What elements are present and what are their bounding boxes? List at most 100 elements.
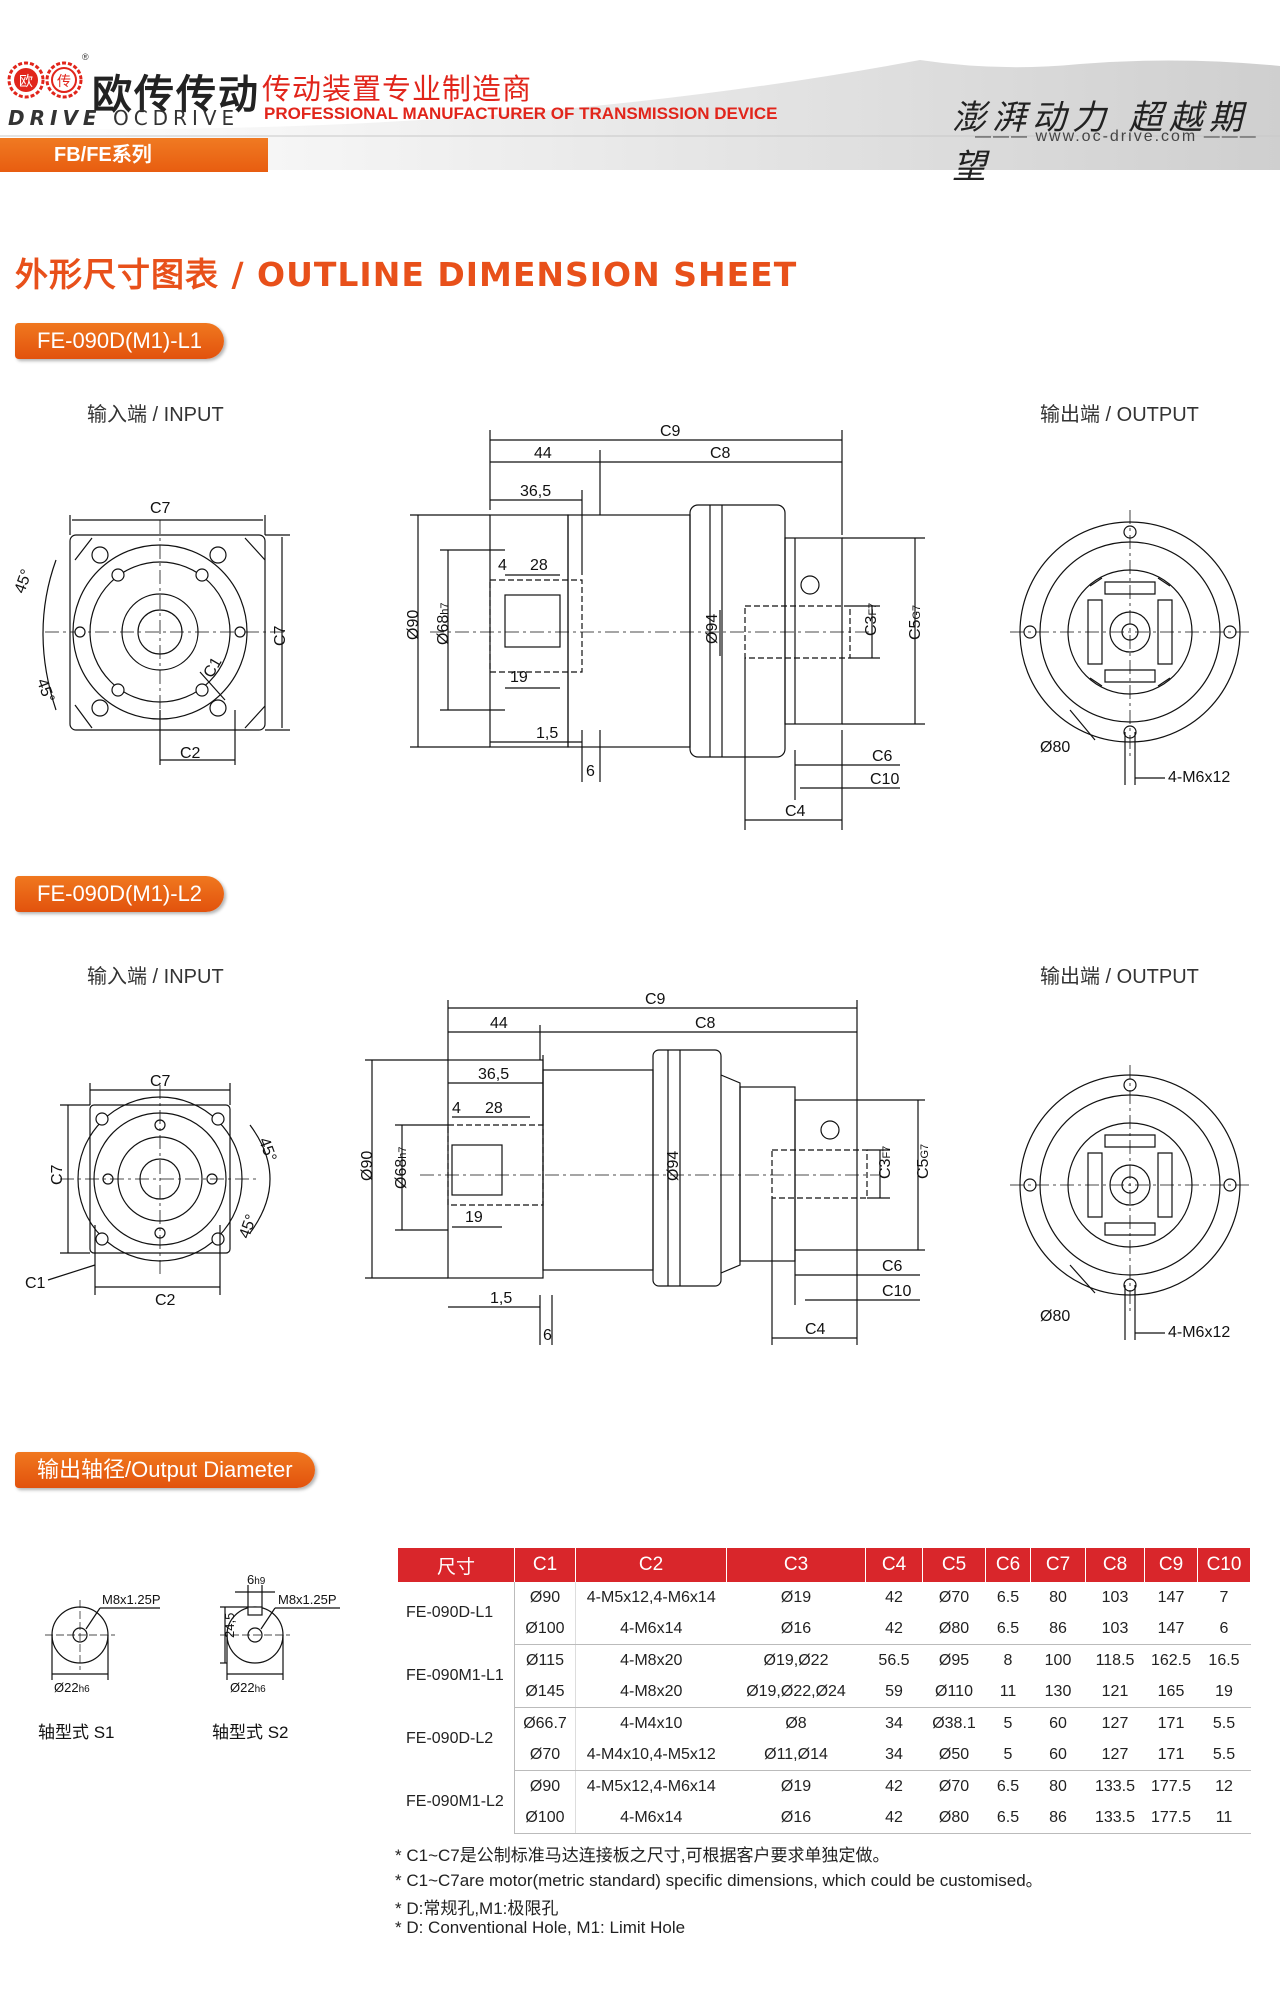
note-4: * D: Conventional Hole, M1: Limit Hole xyxy=(395,1918,686,1937)
table-cell: 42 xyxy=(885,1777,903,1795)
svg-text:19: 19 xyxy=(465,1209,483,1226)
table-cell: 162.5 xyxy=(1150,1651,1192,1669)
table-cell: 4-M5x12,4-M6x14 xyxy=(586,1777,716,1795)
svg-text:6: 6 xyxy=(543,1327,552,1344)
svg-text:轴型式 S1: 轴型式 S1 xyxy=(38,1723,115,1742)
svg-text:C3F7: C3F7 xyxy=(877,1146,894,1179)
svg-text:C3F7: C3F7 xyxy=(863,603,880,636)
svg-text:Ø22h6: Ø22h6 xyxy=(54,1680,90,1695)
dimension-table: 尺寸 C1 C2 C3 C4 C5 C6 C7 C8 C9 C10 FE-090… xyxy=(398,1548,1251,1834)
table-cell: 133.5 xyxy=(1094,1777,1136,1795)
table-cell: 127 xyxy=(1085,1739,1145,1771)
svg-text:传: 传 xyxy=(57,73,71,89)
table-cell: 6 xyxy=(1197,1613,1251,1645)
table-cell: 11 xyxy=(1197,1802,1251,1834)
table-cell: 4-M4x10,4-M5x12 xyxy=(575,1739,727,1771)
table-cell: 103 xyxy=(1101,1588,1129,1606)
table-cell: 4-M8x20 xyxy=(575,1676,727,1708)
table-cell: 34 xyxy=(865,1739,923,1771)
table-cell: 8 xyxy=(1003,1651,1013,1669)
svg-text:轴型式 S2: 轴型式 S2 xyxy=(212,1723,289,1742)
table-cell: Ø145 xyxy=(514,1676,576,1708)
svg-text:19: 19 xyxy=(510,669,528,686)
table-cell: Ø19 xyxy=(780,1777,812,1795)
table-cell: Ø80 xyxy=(922,1802,986,1834)
company-logo: 欧 传 ® xyxy=(7,52,89,99)
svg-text:C8: C8 xyxy=(695,1015,716,1032)
svg-text:C7: C7 xyxy=(49,1164,66,1185)
table-model-cell: FE-090M1-L1 xyxy=(398,1644,515,1708)
table-cell: 171 xyxy=(1144,1739,1198,1771)
table-cell: 42 xyxy=(865,1802,923,1834)
svg-text:Ø90: Ø90 xyxy=(405,610,422,640)
svg-text:44: 44 xyxy=(534,445,552,462)
table-cell: Ø100 xyxy=(514,1613,576,1645)
table-cell: 59 xyxy=(865,1676,923,1708)
svg-text:C8: C8 xyxy=(710,445,731,462)
table-cell: Ø66.7 xyxy=(514,1707,576,1739)
series-tab: FB/FE系列 xyxy=(0,138,268,172)
svg-text:4-M6x12: 4-M6x12 xyxy=(1168,769,1230,786)
table-cell: 16.5 xyxy=(1208,1651,1240,1669)
table-cell: Ø115 xyxy=(514,1644,576,1676)
svg-text:M8x1.25P: M8x1.25P xyxy=(278,1592,337,1607)
svg-text:®: ® xyxy=(82,52,89,62)
output-label-l1: 输出端 / OUTPUT xyxy=(1040,404,1199,426)
svg-text:28: 28 xyxy=(485,1100,503,1117)
svg-text:28: 28 xyxy=(530,557,548,574)
svg-text:C5G7: C5G7 xyxy=(907,605,924,640)
output-view-l2: 4-M6x12 Ø80 xyxy=(1010,1065,1250,1341)
table-cell: Ø19,Ø22 xyxy=(763,1651,829,1669)
table-header-cell: C7 xyxy=(1030,1548,1086,1582)
note-3: * D:常规孔,M1:极限孔 xyxy=(395,1899,559,1918)
svg-text:C1: C1 xyxy=(25,1275,46,1292)
svg-text:C9: C9 xyxy=(660,423,681,440)
page-header: 欧 传 ® 欧传传动 DRIVE OCDRIVE 传动装置专业制造商 PROFE… xyxy=(0,0,1280,187)
table-cell: 7 xyxy=(1219,1588,1229,1606)
section-tab-l2: FE-090D(M1)-L2 xyxy=(15,876,225,912)
table-cell: 12 xyxy=(1215,1777,1233,1795)
svg-text:C5G7: C5G7 xyxy=(915,1144,932,1179)
table-cell: Ø8 xyxy=(785,1714,807,1732)
svg-text:C10: C10 xyxy=(870,771,899,788)
table-cell: 60 xyxy=(1049,1714,1067,1732)
table-header-cell: 尺寸 xyxy=(398,1548,515,1582)
table-cell: Ø80 xyxy=(922,1613,986,1645)
table-cell: Ø70 xyxy=(938,1588,970,1606)
table-cell: 19 xyxy=(1197,1676,1251,1708)
svg-text:6h9: 6h9 xyxy=(247,1572,266,1587)
table-cell: 4-M6x14 xyxy=(575,1613,727,1645)
table-cell: 133.5 xyxy=(1085,1802,1145,1834)
table-header-cell: C4 xyxy=(865,1548,923,1582)
table-cell: 4-M4x10 xyxy=(620,1714,683,1732)
svg-text:C4: C4 xyxy=(805,1321,826,1338)
svg-text:Ø90: Ø90 xyxy=(359,1151,376,1181)
table-cell: 5 xyxy=(985,1739,1031,1771)
svg-text:欧: 欧 xyxy=(19,73,33,89)
table-model-cell: FE-090D-L1 xyxy=(398,1582,515,1645)
table-cell: Ø90 xyxy=(514,1770,576,1802)
svg-text:Ø68h7: Ø68h7 xyxy=(393,1147,410,1190)
svg-text:24,5: 24,5 xyxy=(222,1613,237,1638)
brand-name-cn: 欧传传动 xyxy=(92,72,260,118)
svg-text:C2: C2 xyxy=(155,1292,176,1309)
section-tab-output-diameter: 输出轴径/Output Diameter xyxy=(15,1452,315,1488)
table-cell: 42 xyxy=(885,1588,903,1606)
table-cell: Ø19,Ø22,Ø24 xyxy=(726,1676,866,1708)
table-cell: 56.5 xyxy=(878,1651,910,1669)
table-cell: 6.5 xyxy=(996,1588,1020,1606)
table-header-cell: C10 xyxy=(1197,1548,1251,1582)
svg-text:C6: C6 xyxy=(882,1258,903,1275)
svg-text:Ø80: Ø80 xyxy=(1040,1308,1070,1325)
table-cell: 103 xyxy=(1085,1613,1145,1645)
table-cell: 86 xyxy=(1030,1613,1086,1645)
table-header-cell: C3 xyxy=(726,1548,866,1582)
table-cell: Ø38.1 xyxy=(932,1714,976,1732)
input-view-l1: C7 C7 45° 45° C2 C1 xyxy=(12,500,290,765)
